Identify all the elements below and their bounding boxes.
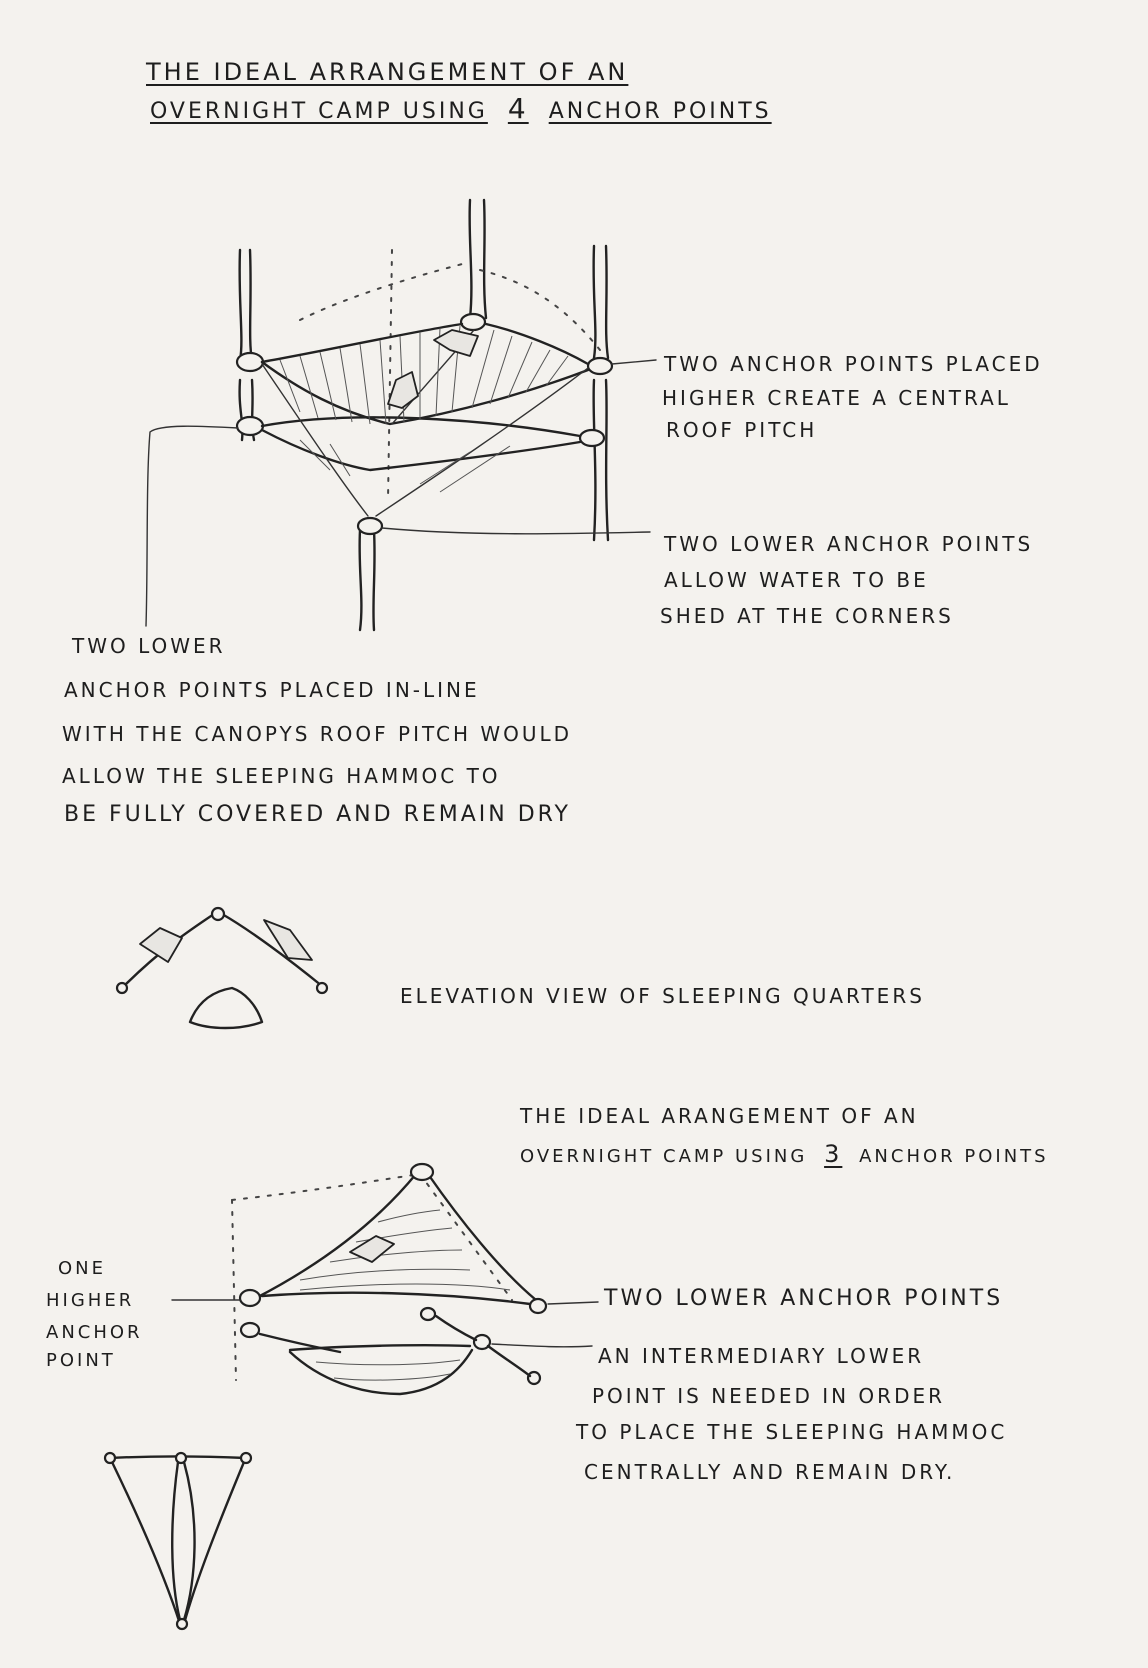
four-anchor-camp-sketch xyxy=(146,200,656,630)
label-inline-line-1: TWO LOWER xyxy=(72,634,226,658)
label-inline-line-2: ANCHOR POINTS PLACED IN-LINE xyxy=(64,678,480,702)
three-anchor-camp-sketch xyxy=(172,1164,598,1394)
page-title-prefix: OVERNIGHT CAMP USING xyxy=(150,99,488,124)
page-title-suffix: ANCHOR POINTS xyxy=(549,99,772,124)
label-high-line-1: TWO ANCHOR POINTS PLACED xyxy=(664,352,1043,376)
label-intermediary-line-1: AN INTERMEDIARY LOWER xyxy=(598,1344,924,1368)
label-higher-line-2: HIGHER xyxy=(46,1290,134,1311)
three-anchor-heading-line-2: OVERNIGHT CAMP USING 3 ANCHOR POINTS xyxy=(520,1140,1049,1168)
three-anchor-heading-prefix: OVERNIGHT CAMP USING xyxy=(520,1146,807,1167)
page-title-text: THE IDEAL ARRANGEMENT OF AN xyxy=(146,58,628,86)
label-low-line-2: ALLOW WATER TO BE xyxy=(664,568,929,592)
label-higher-line-3: ANCHOR xyxy=(46,1322,143,1343)
label-intermediary-line-2: POINT IS NEEDED IN ORDER xyxy=(592,1384,945,1408)
elevation-view-sketch xyxy=(117,908,327,1028)
label-inline-line-5: BE FULLY COVERED AND REMAIN DRY xyxy=(64,802,571,827)
three-anchor-heading-line-1: THE IDEAL ARANGEMENT OF AN xyxy=(520,1104,919,1128)
label-two-lower-anchors: TWO LOWER ANCHOR POINTS xyxy=(604,1286,1003,1311)
plan-view-sketch xyxy=(105,1453,251,1629)
label-higher-line-4: POINT xyxy=(46,1350,116,1371)
label-inline-line-3: WITH THE CANOPYS ROOF PITCH WOULD xyxy=(62,722,572,746)
label-high-line-3: ROOF PITCH xyxy=(666,418,817,442)
page-title-line-2: OVERNIGHT CAMP USING 4 ANCHOR POINTS xyxy=(150,92,772,125)
anchor-count-four: 4 xyxy=(508,92,529,125)
elevation-view-label: ELEVATION VIEW OF SLEEPING QUARTERS xyxy=(400,984,925,1008)
anchor-count-three: 3 xyxy=(824,1140,842,1168)
label-higher-line-1: ONE xyxy=(58,1258,106,1279)
label-low-line-3: SHED AT THE CORNERS xyxy=(660,604,954,628)
label-low-line-1: TWO LOWER ANCHOR POINTS xyxy=(664,532,1033,556)
label-intermediary-line-4: CENTRALLY AND REMAIN DRY. xyxy=(584,1460,955,1484)
label-inline-line-4: ALLOW THE SLEEPING HAMMOC TO xyxy=(62,764,501,788)
label-intermediary-line-3: TO PLACE THE SLEEPING HAMMOC xyxy=(576,1420,1007,1444)
three-anchor-heading-suffix: ANCHOR POINTS xyxy=(859,1146,1049,1167)
label-high-line-2: HIGHER CREATE A CENTRAL xyxy=(662,386,1011,410)
page-title-line-1: THE IDEAL ARRANGEMENT OF AN xyxy=(146,58,628,86)
